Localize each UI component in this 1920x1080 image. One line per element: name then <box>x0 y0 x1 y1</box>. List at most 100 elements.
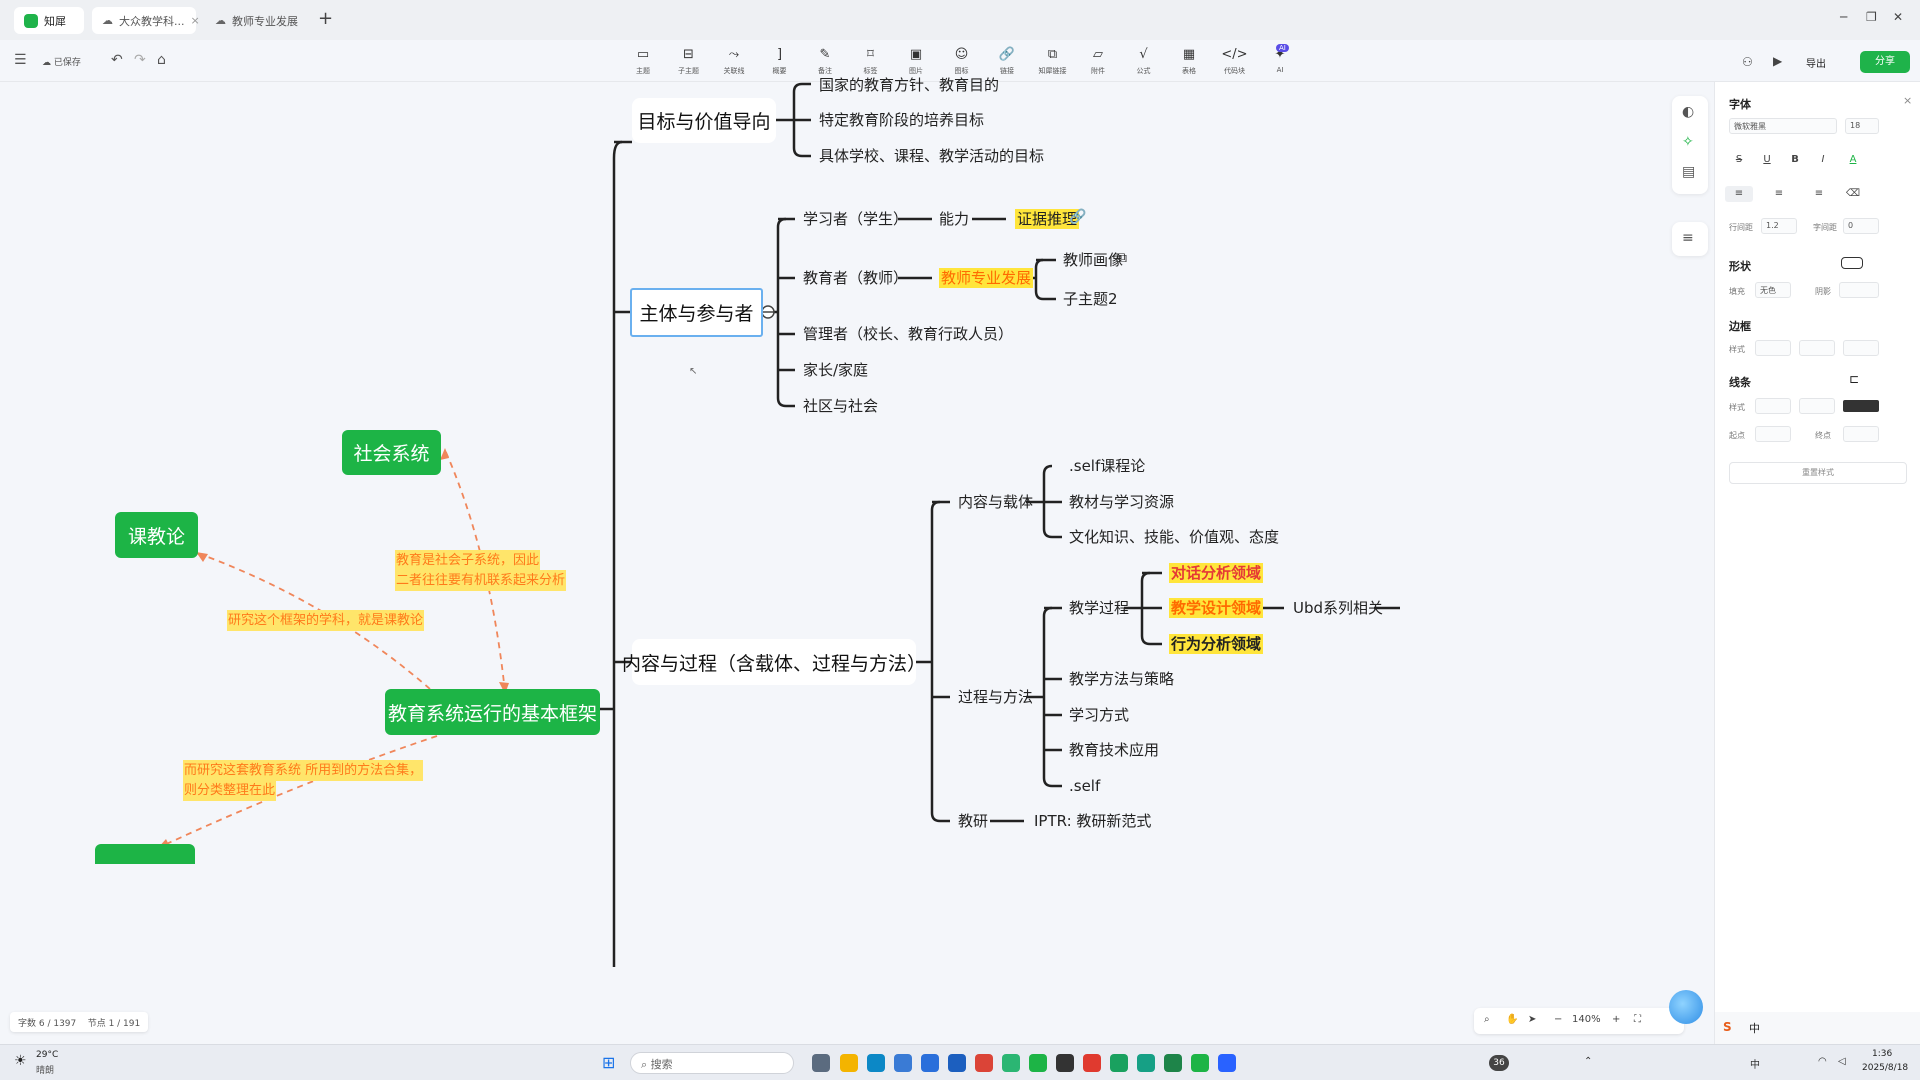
subtopic-parents[interactable]: 家长/家庭 <box>803 361 869 379</box>
subtopic-iptr[interactable]: IPTR: 教研新范式 <box>1034 812 1152 830</box>
task-view-icon[interactable] <box>812 1054 830 1072</box>
toolbar-tool-subtopic[interactable]: ⊟子主题 <box>671 47 707 76</box>
toolbar-tool-code[interactable]: </>代码块 <box>1217 47 1253 76</box>
underline-icon[interactable]: U <box>1763 154 1771 165</box>
chrome-icon[interactable] <box>975 1054 993 1072</box>
app-icon[interactable] <box>1002 1054 1020 1072</box>
toolbar-tool-label[interactable]: ⌑标签 <box>853 47 889 76</box>
shadow-select[interactable] <box>1839 282 1879 298</box>
app-icon[interactable] <box>1164 1054 1182 1072</box>
toolbar-tool-image[interactable]: ▣图片 <box>898 47 934 76</box>
letter-spacing-input[interactable]: 0 <box>1843 218 1879 234</box>
subtopic-instructional-design[interactable]: 教学设计领域 <box>1169 598 1264 618</box>
ime-mode[interactable]: 中 <box>1749 1022 1760 1035</box>
subtopic[interactable]: 教学方法与策略 <box>1069 670 1175 688</box>
font-color-icon[interactable]: A <box>1849 154 1857 165</box>
menu-icon[interactable]: ☰ <box>14 52 27 68</box>
search-icon[interactable]: ⌕ <box>1484 1014 1490 1025</box>
subtopic-teaching-process[interactable]: 教学过程 <box>1069 599 1130 617</box>
edge-icon[interactable] <box>867 1054 885 1072</box>
border-style-select[interactable] <box>1755 340 1791 356</box>
shape-select-icon[interactable] <box>1841 257 1863 269</box>
relation-note-line[interactable]: 二者往往要有机联系起来分析 <box>395 570 567 591</box>
undo-icon[interactable]: ↶ <box>111 52 123 68</box>
toolbar-tool-topic[interactable]: ▭主题 <box>625 47 661 76</box>
subtopic-educator[interactable]: 教育者（教师） <box>803 269 909 287</box>
align-left-icon[interactable]: ≡ <box>1725 186 1753 202</box>
toolbar-tool-ai[interactable]: ✦AI <box>1262 47 1298 74</box>
font-size-select[interactable]: 18 <box>1845 118 1879 134</box>
line-start-select[interactable] <box>1755 426 1791 442</box>
floating-topic-social-system[interactable]: 社会系统 <box>342 430 441 475</box>
branch-topic-content-process[interactable]: 内容与过程（含载体、过程与方法） <box>622 639 926 685</box>
outline-toggle[interactable]: ≡ <box>1672 222 1708 256</box>
fill-select[interactable]: 无色 <box>1755 282 1791 298</box>
subtopic[interactable]: 特定教育阶段的培养目标 <box>819 111 985 129</box>
link-icon[interactable]: 🔗 <box>1069 209 1087 225</box>
app-icon[interactable] <box>1110 1054 1128 1072</box>
close-tab-icon[interactable]: × <box>190 14 200 27</box>
style-icon[interactable]: ✧ <box>1682 134 1694 150</box>
redo-icon[interactable]: ↷ <box>134 52 146 68</box>
app-icon[interactable] <box>1218 1054 1236 1072</box>
subtopic[interactable]: 具体学校、课程、教学活动的目标 <box>819 147 1045 165</box>
assistant-bubble-icon[interactable] <box>1669 990 1703 1024</box>
notion-icon[interactable] <box>1056 1054 1074 1072</box>
subtopic-teacher-portrait[interactable]: 教师画像 <box>1063 251 1124 269</box>
subtopic-teacher-development[interactable]: 教师专业发展 <box>939 268 1034 288</box>
relation-note-line[interactable]: 则分类整理在此 <box>183 780 277 801</box>
align-right-icon[interactable]: ≡ <box>1814 188 1824 199</box>
app-icon[interactable] <box>1029 1054 1047 1072</box>
relation-note-line[interactable]: 而研究这套教育系统 所用到的方法合集， <box>183 760 424 781</box>
theme-icon[interactable]: ◐ <box>1682 104 1695 120</box>
tab-app-home[interactable]: 知犀 <box>14 7 84 34</box>
subtopic[interactable]: 学习方式 <box>1069 706 1130 724</box>
strikethrough-icon[interactable]: S <box>1735 154 1743 165</box>
toolbar-tool-summary[interactable]: ]概要 <box>762 47 798 76</box>
share-button[interactable]: 分享 <box>1860 51 1910 73</box>
toolbar-tool-formula[interactable]: √公式 <box>1126 47 1162 76</box>
line-type-icon[interactable]: ⊏ <box>1849 372 1860 386</box>
clear-format-icon[interactable]: ⌫ <box>1845 188 1861 199</box>
toolbar-tool-emoji[interactable]: ☺图标 <box>944 47 980 76</box>
tray-chevron-icon[interactable]: ⌃ <box>1584 1056 1593 1067</box>
app-icon[interactable] <box>1137 1054 1155 1072</box>
subtopic[interactable]: 教材与学习资源 <box>1069 493 1175 511</box>
font-family-select[interactable]: 微软雅黑 <box>1729 118 1837 134</box>
format-painter-icon[interactable]: ⌂ <box>157 52 166 68</box>
branch-topic-participants[interactable]: 主体与参与者 <box>630 288 763 337</box>
tab-document[interactable]: ☁ 教师专业发展 <box>205 7 305 34</box>
subtopic[interactable]: .self课程论 <box>1069 457 1146 475</box>
notification-count-badge[interactable]: 36 <box>1489 1055 1509 1071</box>
reset-style-button[interactable]: 重置样式 <box>1729 462 1907 484</box>
border-color-select[interactable] <box>1843 340 1879 356</box>
line-width-select[interactable] <box>1799 398 1835 414</box>
mindmap-canvas[interactable]: 教育系统运行的基本框架 社会系统 课教论 教育是社会子系统，因此 二者往往要有机… <box>0 76 1712 1044</box>
subtopic-ubd[interactable]: Ubd系列相关 <box>1293 599 1384 617</box>
subtopic-2[interactable]: 子主题2 <box>1063 290 1118 308</box>
subtopic-admin[interactable]: 管理者（校长、教育行政人员） <box>803 325 1014 343</box>
bold-icon[interactable]: B <box>1791 154 1799 165</box>
fullscreen-icon[interactable]: ⛶ <box>1634 1014 1641 1025</box>
app-icon[interactable] <box>921 1054 939 1072</box>
toolbar-tool-link[interactable]: 🔗链接 <box>989 47 1025 76</box>
pointer-icon[interactable]: ➤ <box>1528 1014 1537 1025</box>
volume-icon[interactable]: ◁ <box>1838 1056 1846 1067</box>
subtopic-process-methods[interactable]: 过程与方法 <box>958 688 1034 706</box>
wifi-icon[interactable]: ◠ <box>1818 1056 1827 1067</box>
file-explorer-icon[interactable] <box>840 1054 858 1072</box>
subtopic[interactable]: 教育技术应用 <box>1069 741 1160 759</box>
present-icon[interactable]: ▶ <box>1773 54 1783 68</box>
italic-icon[interactable]: I <box>1821 154 1825 165</box>
line-end-select[interactable] <box>1843 426 1879 442</box>
subtopic-evidence-reasoning[interactable]: 证据推理 <box>1015 209 1080 229</box>
floating-topic-course-theory[interactable]: 课教论 <box>115 512 198 558</box>
close-window-icon[interactable]: ✕ <box>1893 10 1904 24</box>
subtopic-research[interactable]: 教研 <box>958 812 989 830</box>
ime-indicator[interactable]: 中 <box>1750 1060 1760 1071</box>
toolbar-tool-doc-link[interactable]: ⧉知犀链接 <box>1035 47 1071 76</box>
subtopic-learner[interactable]: 学习者（学生） <box>803 210 909 228</box>
zhixi-icon[interactable] <box>1191 1054 1209 1072</box>
align-center-icon[interactable]: ≡ <box>1774 188 1784 199</box>
windows-start-icon[interactable]: ⊞ <box>602 1053 616 1072</box>
